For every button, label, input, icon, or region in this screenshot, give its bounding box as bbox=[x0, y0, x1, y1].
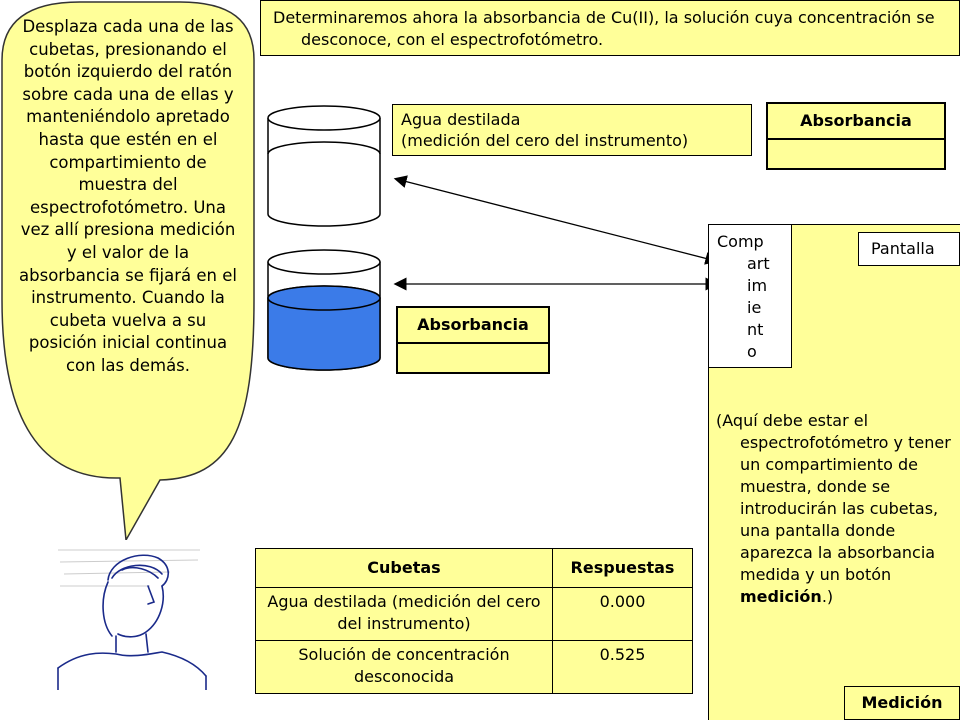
water-label-line2: (medición del cero del instrumento) bbox=[401, 131, 689, 150]
sample-cell: Solución de concentración desconocida bbox=[255, 640, 553, 694]
column-header-cubetas: Cubetas bbox=[255, 548, 553, 588]
table-row: Solución de concentración desconocida 0.… bbox=[255, 640, 693, 694]
person-sketch-illustration bbox=[57, 549, 207, 690]
absorbance-header: Absorbancia bbox=[398, 308, 548, 344]
answer-cell: 0.525 bbox=[552, 640, 693, 694]
spectrophotometer-description: (Aquí debe estar el espectrofotómetro y … bbox=[716, 410, 956, 678]
table-row: Agua destilada (medición del cero del in… bbox=[255, 587, 693, 641]
speech-bubble bbox=[1, 1, 255, 540]
display-screen: Pantalla bbox=[858, 232, 960, 266]
description-text: (Aquí debe estar el espectrofotómetro y … bbox=[716, 411, 951, 584]
sample-compartment[interactable]: Comp art im ie nt o bbox=[708, 224, 792, 368]
water-cuvette[interactable] bbox=[266, 104, 382, 228]
water-label-line1: Agua destilada bbox=[401, 110, 521, 129]
compartment-label-first: Comp bbox=[717, 232, 764, 251]
description-end: .) bbox=[821, 587, 834, 606]
column-header-respuestas: Respuestas bbox=[552, 548, 693, 588]
instruction-box: Determinaremos ahora la absorbancia de C… bbox=[260, 0, 960, 56]
compartment-label-part: nt bbox=[747, 320, 764, 339]
table-header-row: Cubetas Respuestas bbox=[255, 548, 693, 588]
description-bold: medición bbox=[740, 587, 822, 606]
bubble-instructions: Desplaza cada una de las cubetas, presio… bbox=[19, 17, 237, 375]
compartment-label-part: o bbox=[747, 342, 757, 361]
measure-button[interactable]: Medición bbox=[844, 686, 960, 720]
absorbance-display-water: Absorbancia bbox=[766, 102, 946, 170]
path-arrows bbox=[393, 175, 719, 291]
answer-cell: 0.000 bbox=[552, 587, 693, 641]
results-table: Cubetas Respuestas Agua destilada (medic… bbox=[255, 548, 693, 694]
absorbance-display-solution: Absorbancia bbox=[396, 306, 550, 374]
sample-cell: Agua destilada (medición del cero del in… bbox=[255, 587, 553, 641]
compartment-label-part: im bbox=[747, 276, 768, 295]
water-label: Agua destilada (medición del cero del in… bbox=[392, 104, 752, 156]
solution-cuvette[interactable] bbox=[266, 246, 382, 372]
compartment-label-part: art bbox=[747, 254, 770, 273]
arrow-water bbox=[393, 175, 719, 265]
compartment-label-part: ie bbox=[747, 298, 762, 317]
absorbance-header: Absorbancia bbox=[768, 104, 944, 140]
